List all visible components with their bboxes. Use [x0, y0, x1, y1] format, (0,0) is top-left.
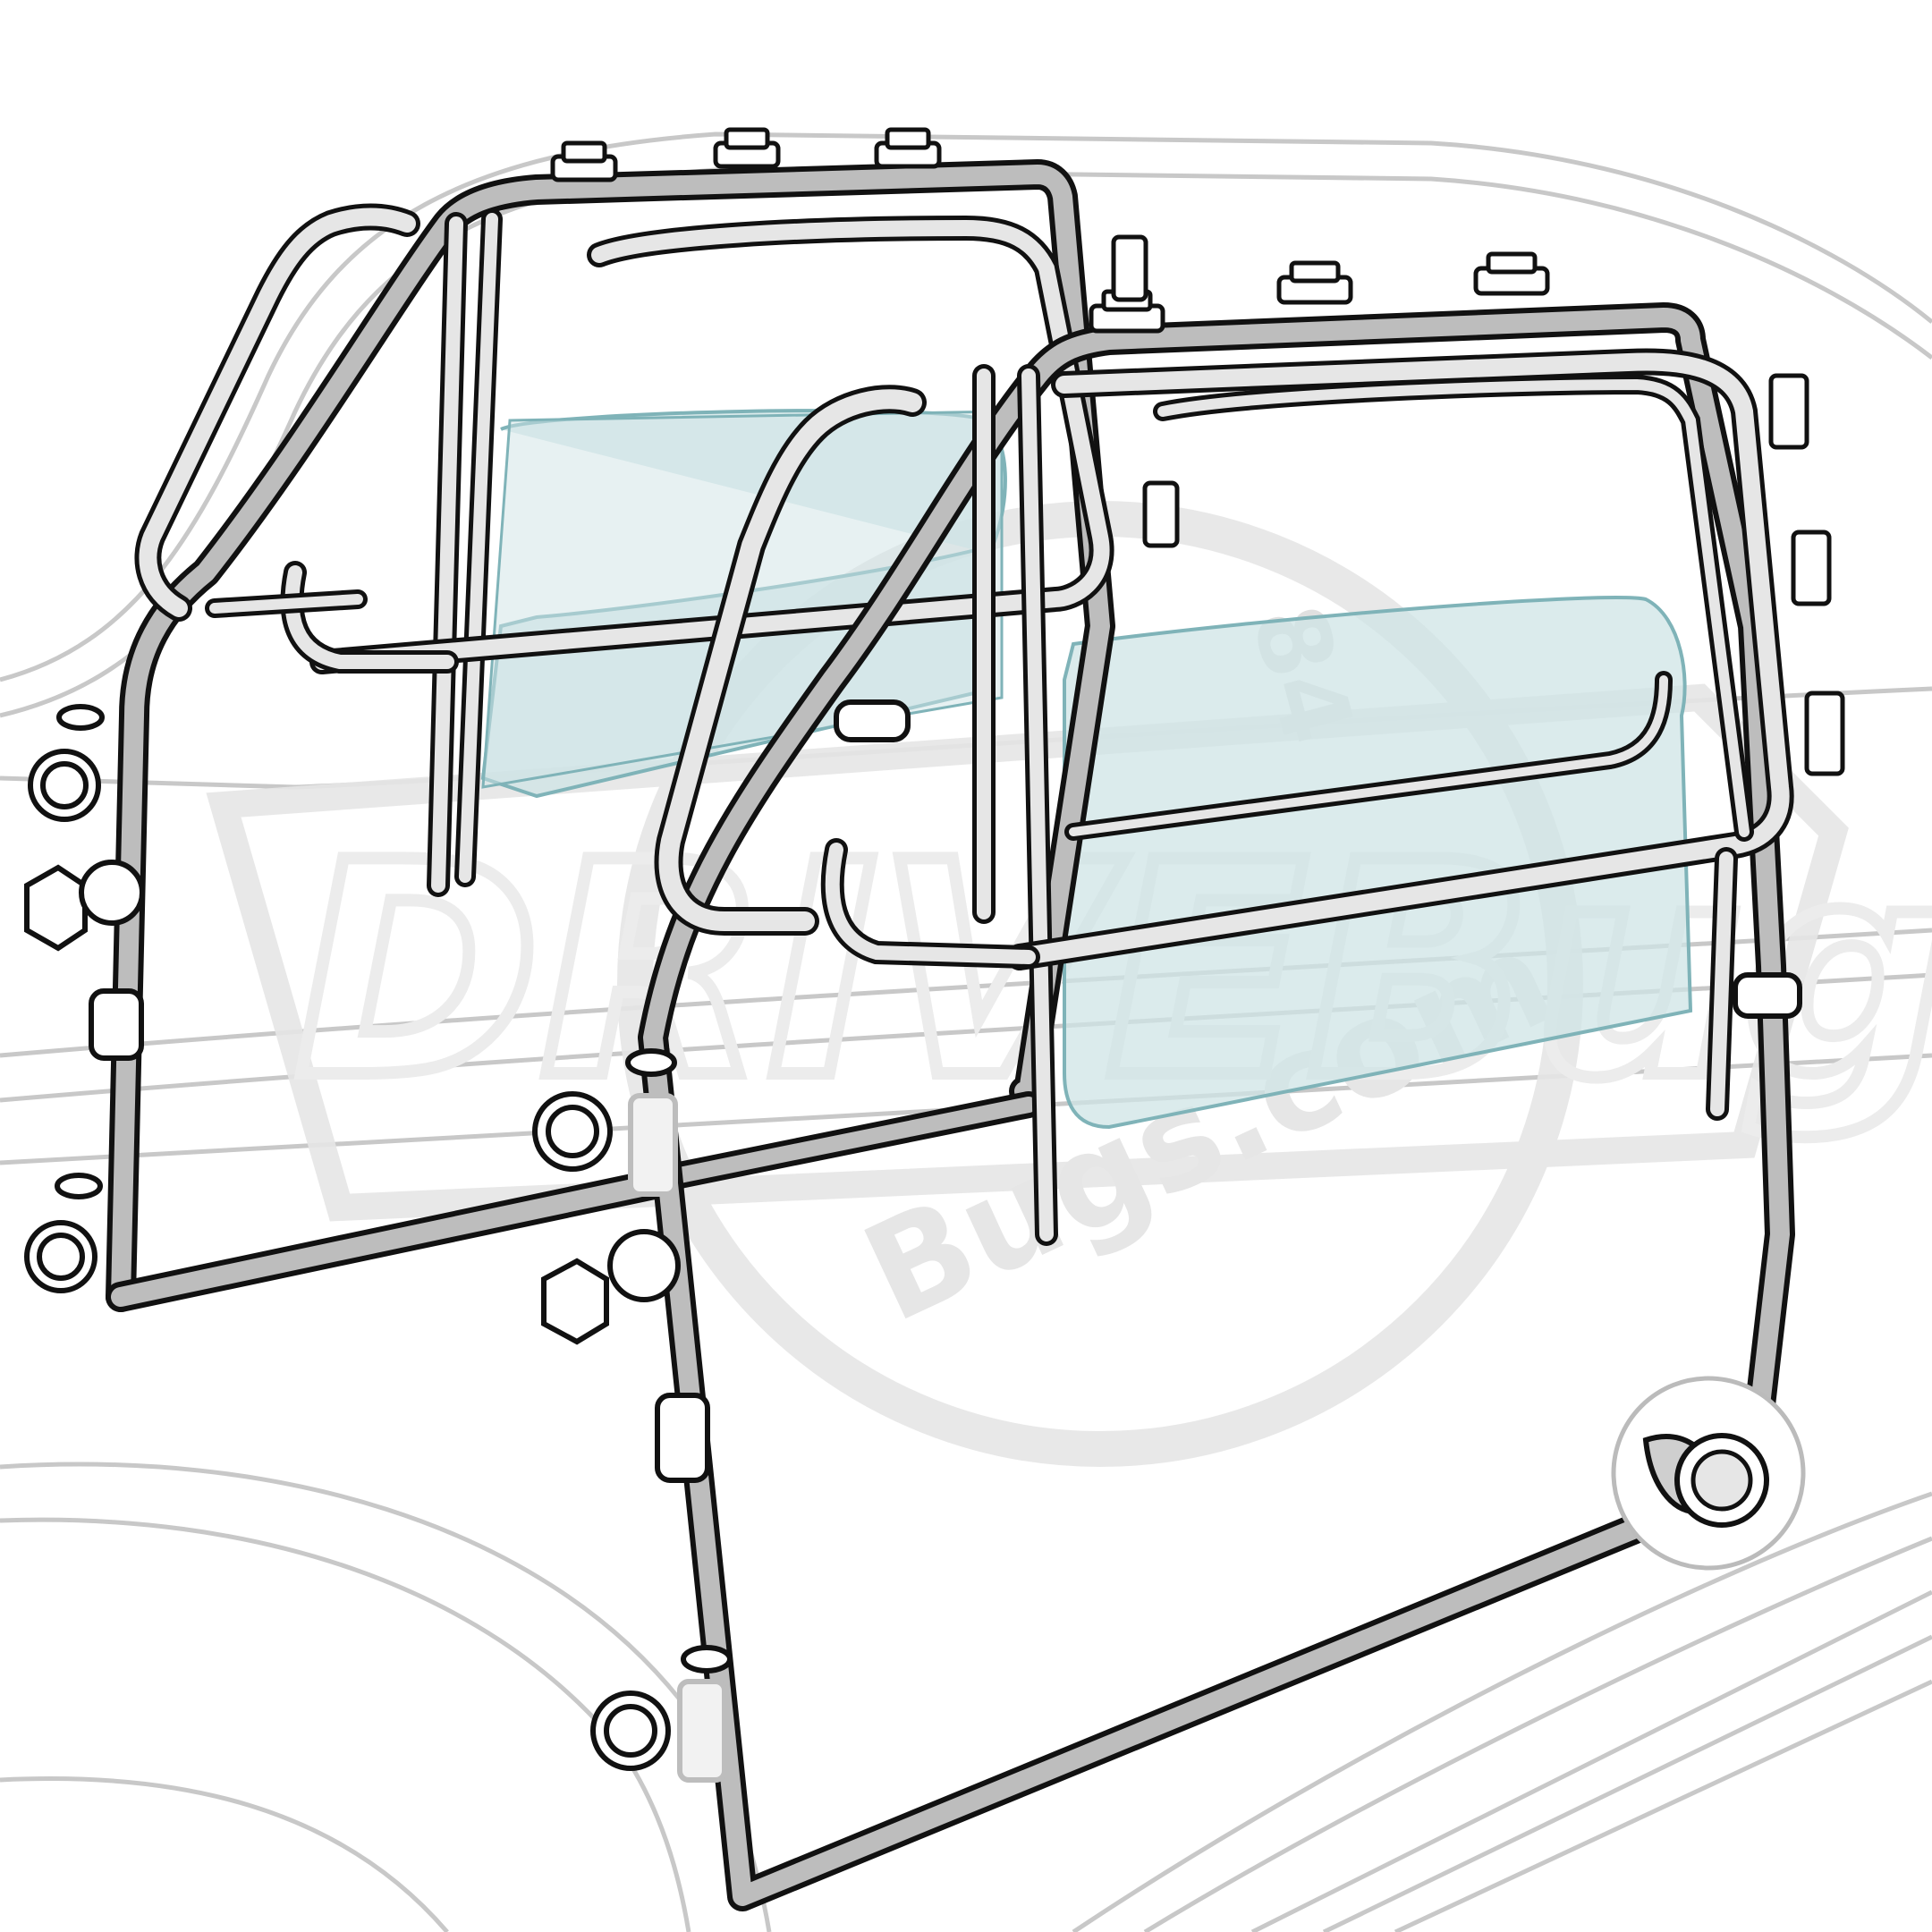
- trim-clip: [1791, 530, 1832, 606]
- striker-buffer: [655, 1393, 710, 1483]
- rubber-grommets: [24, 704, 733, 1771]
- front-window-channels: [820, 348, 1794, 1246]
- trim-clip: [713, 127, 781, 169]
- door-glass-front: [1063, 596, 1693, 1130]
- trim-clip: [1768, 373, 1809, 450]
- door-bumper: [79, 860, 145, 926]
- front-quarter-vent-seal: [654, 385, 927, 936]
- hinge-pin-cover: [628, 1093, 678, 1197]
- rubber-grommet: [28, 749, 101, 822]
- strap-retainer: [1733, 972, 1802, 1019]
- door-stop-buffer: [541, 1258, 609, 1345]
- rear-quarter-vent-seal: [134, 203, 420, 622]
- small-plug: [55, 1173, 103, 1199]
- small-plug: [681, 1645, 733, 1674]
- door-stop-buffer: [24, 864, 88, 952]
- door-bumper: [607, 1229, 681, 1302]
- grommet-detail-inset: [1611, 1376, 1806, 1571]
- rear-window-channels: [205, 208, 1114, 897]
- front-door-frame-seal: [638, 302, 1795, 1911]
- trim-clip: [1473, 251, 1550, 296]
- small-plug: [625, 1048, 677, 1077]
- hinge-pin-covers: [628, 1093, 727, 1783]
- rubber-grommet: [532, 1091, 613, 1172]
- small-plug: [56, 704, 105, 731]
- hinge-pin-cover: [677, 1679, 727, 1783]
- rubber-grommet: [590, 1690, 671, 1771]
- door-stop-buffers: [24, 699, 1802, 1483]
- trim-clip: [1142, 480, 1180, 548]
- trim-clips: [550, 127, 1845, 776]
- striker-buffer: [89, 988, 144, 1061]
- trim-clip: [550, 140, 618, 182]
- trim-clip: [1276, 260, 1353, 305]
- trim-clip: [1111, 234, 1148, 302]
- trim-clip: [1804, 691, 1845, 776]
- handle-grommet: [834, 699, 911, 742]
- rubber-grommet: [24, 1220, 97, 1293]
- trim-clip: [874, 127, 942, 169]
